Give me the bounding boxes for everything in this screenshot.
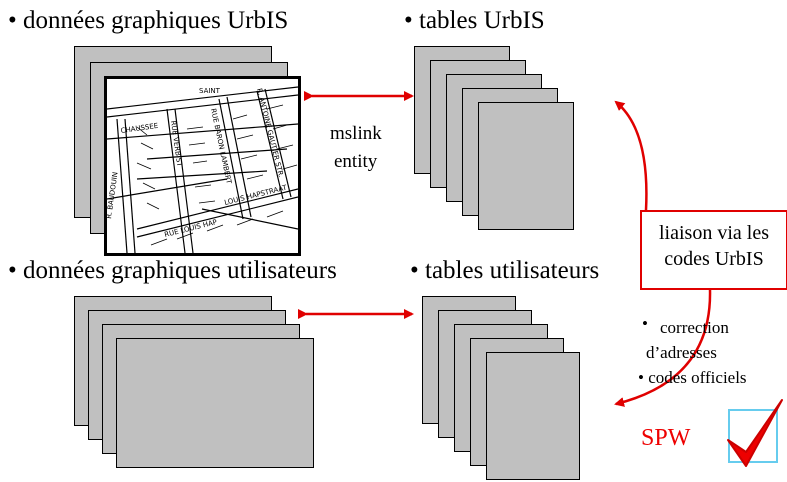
service-addresses: d’adresses	[646, 343, 717, 362]
map-label-saint: SAINT	[199, 87, 221, 95]
bullet-dot-correction: •	[642, 314, 648, 333]
heading-urbis-graphics: • données graphiques UrbIS	[8, 7, 289, 34]
curved-arrow-to-user-tables	[614, 289, 712, 407]
user-graphics-sheet-4	[116, 338, 314, 468]
link-label-mslink: mslink	[330, 123, 382, 144]
liaison-box: liaison via les codes UrbIS	[640, 210, 787, 290]
curved-arrow-to-urbis-tables	[614, 100, 648, 211]
street-map-drawing: CHAUSSEE SAINT RUE VERBIST RUE BARON LAM…	[107, 86, 298, 253]
heading-urbis-tables: • tables UrbIS	[404, 7, 545, 34]
spw-label: SPW	[641, 425, 691, 451]
heading-user-tables: • tables utilisateurs	[410, 257, 600, 284]
urbis-table-sheet-5	[478, 102, 574, 230]
service-official-codes: • codes officiels	[638, 368, 747, 387]
liaison-line-2: codes UrbIS	[664, 248, 764, 270]
check-mark-icon	[727, 399, 783, 467]
user-table-sheet-5	[486, 352, 580, 480]
service-correction: correction	[660, 318, 729, 337]
liaison-line-1: liaison via les	[659, 222, 769, 244]
urbis-street-map: CHAUSSEE SAINT RUE VERBIST RUE BARON LAM…	[104, 76, 301, 256]
link-label-entity: entity	[334, 151, 378, 172]
heading-user-graphics: • données graphiques utilisateurs	[8, 257, 337, 284]
checkbox-outline	[728, 409, 778, 463]
